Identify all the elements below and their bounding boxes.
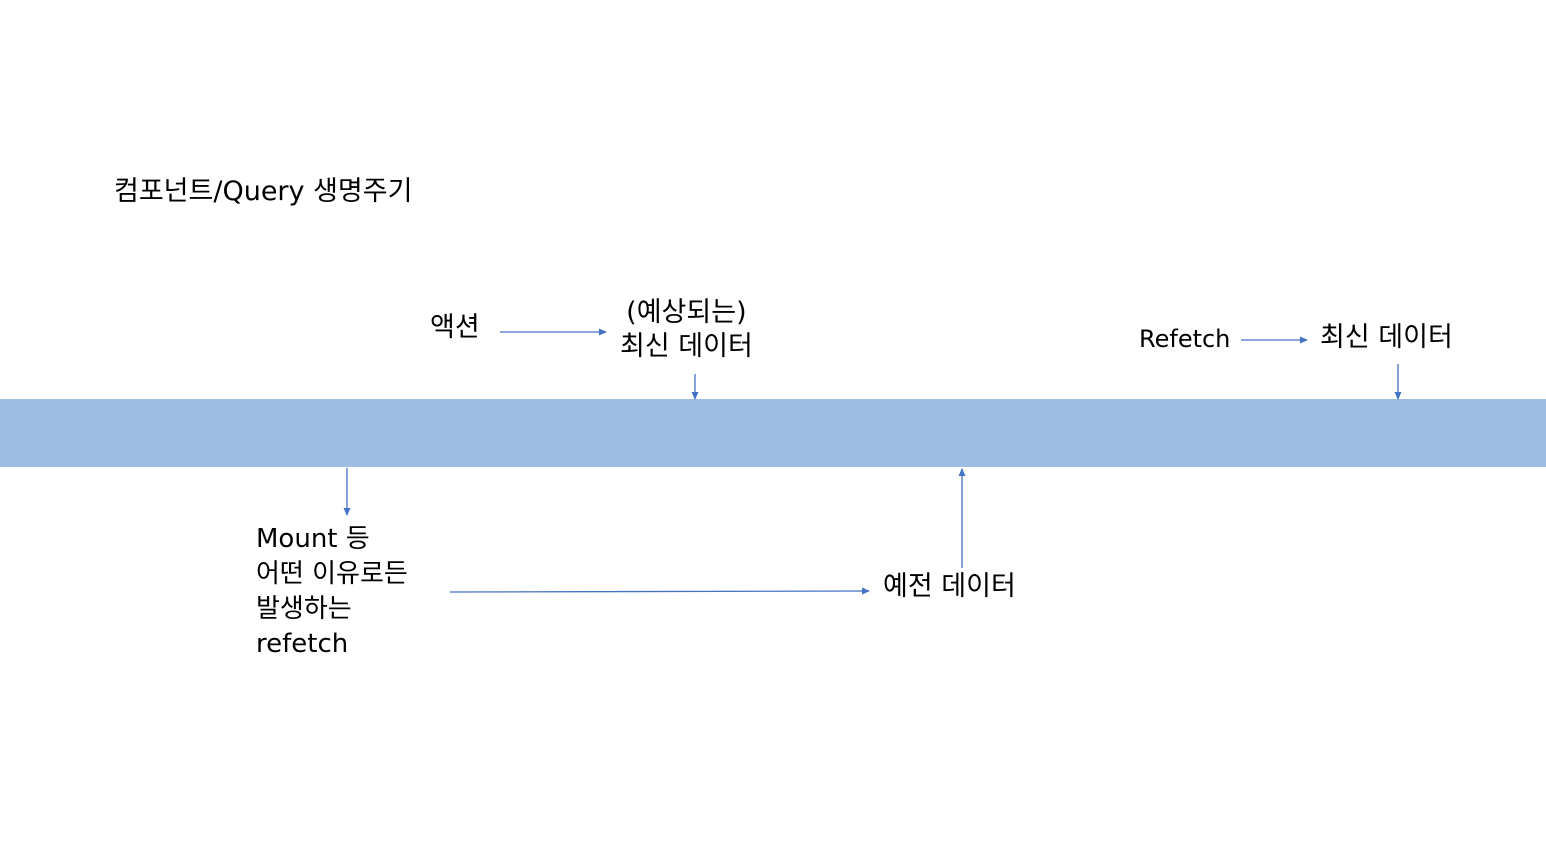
expected-label-line1: (예상되는) (626, 297, 747, 328)
timeline-bar (0, 399, 1546, 467)
diagram-title: 컴포넌트/Query 생명주기 (114, 176, 413, 207)
mount-label-line2: 어떤 이유로든 (256, 559, 408, 589)
mount-label-line4: refetch (256, 629, 349, 659)
expected-latest-data-label: (예상되는) 최신 데이터 (620, 296, 753, 364)
mount-label-line1: Mount 등 (256, 524, 370, 554)
refetch-label: Refetch (1139, 325, 1231, 353)
old-data-label: 예전 데이터 (883, 571, 1016, 602)
action-label: 액션 (430, 312, 480, 343)
mount-refetch-label: Mount 등 어떤 이유로든 발생하는 refetch (256, 522, 408, 662)
latest-data-label: 최신 데이터 (1320, 322, 1453, 353)
expected-label-line2: 최신 데이터 (620, 331, 753, 362)
mount-to-old-data-arrow (449, 587, 870, 595)
mount-label-line3: 발생하는 (256, 594, 352, 624)
